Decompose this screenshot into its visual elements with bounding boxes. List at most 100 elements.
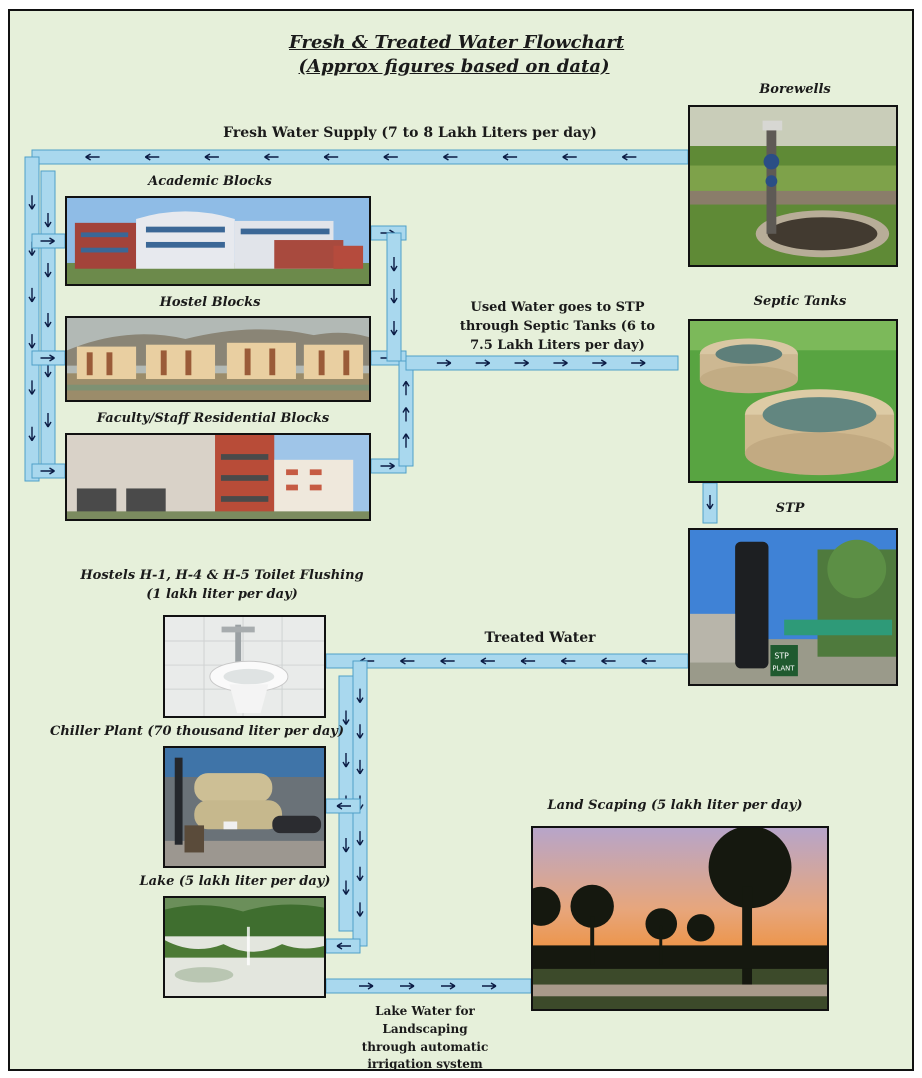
flow-arrow [356, 866, 364, 882]
left-distribution-pipe [24, 156, 40, 482]
used-water-label-line2: through Septic Tanks (6 to [459, 319, 656, 334]
chiller-plant-photo [163, 746, 326, 868]
flow-arrow [144, 153, 160, 161]
fresh-supply-pipe [31, 149, 689, 165]
flow-arrow [323, 153, 339, 161]
flow-arrow [706, 495, 714, 510]
flow-arrow [336, 942, 351, 950]
flow-arrow [44, 213, 52, 228]
branch-to-academic [31, 233, 66, 249]
stp-label: STP [775, 501, 805, 516]
lake-photo [163, 896, 326, 998]
flow-arrow [44, 263, 52, 278]
flow-arrow [402, 407, 410, 422]
landscaping-label: Land Scaping (5 lakh liter per day) [547, 798, 803, 813]
branch-to-hostel [31, 350, 66, 366]
flow-arrow [480, 657, 495, 665]
lake-label: Lake (5 lakh liter per day) [139, 874, 331, 889]
chart-title-line1: Fresh & Treated Water Flowchart [289, 32, 625, 53]
toilet-flushing-label-line2: (1 lakh liter per day) [146, 587, 298, 602]
used-water-pipe [405, 355, 679, 371]
branch-to-faculty [31, 463, 66, 479]
chiller-plant-label: Chiller Plant (70 thousand liter per day… [49, 724, 345, 739]
collector-up [398, 360, 414, 467]
flow-arrow [441, 982, 456, 990]
flow-arrow [28, 334, 36, 349]
flow-arrow [204, 153, 219, 161]
flow-arrow [562, 153, 577, 161]
flow-arrow [482, 982, 497, 990]
flow-arrow [356, 759, 364, 775]
faculty-blocks-label: Faculty/Staff Residential Blocks [96, 411, 330, 426]
flow-arrow [631, 359, 646, 367]
septic-tanks-label: Septic Tanks [753, 294, 847, 309]
flow-arrow [40, 467, 55, 475]
landscaping-photo [531, 826, 829, 1011]
flow-arrow [342, 753, 350, 768]
flow-arrow [342, 880, 350, 895]
borewells-label: Borewells [759, 82, 831, 97]
flow-arrow [560, 657, 576, 665]
chart-title-line2: (Approx figures based on data) [298, 56, 610, 77]
flow-arrow [520, 657, 536, 665]
hostel-blocks-photo [65, 316, 371, 402]
flow-arrow [400, 657, 415, 665]
flowchart-canvas: Fresh & Treated Water Flowchart (Approx … [8, 9, 914, 1071]
flow-arrow [264, 153, 279, 161]
flow-arrow [502, 153, 518, 161]
academic-blocks-photo [65, 196, 371, 286]
flow-arrow [28, 426, 36, 442]
flow-arrow [28, 287, 36, 303]
flow-arrow [390, 321, 398, 336]
septic-tanks-photo [688, 319, 898, 483]
lake-water-label-line1: Lake Water for [375, 1004, 475, 1018]
stp-sign-line1: STP [774, 652, 789, 661]
toilet-flushing-label-line1: Hostels H-1, H-4 & H-5 Toilet Flushing [80, 568, 364, 583]
stp-sign-line2: PLANT [772, 664, 795, 672]
fresh-water-supply-label: Fresh Water Supply (7 to 8 Lakh Liters p… [223, 125, 597, 141]
flow-arrow [436, 359, 452, 367]
flow-arrow [336, 802, 351, 810]
flow-arrow [40, 237, 55, 245]
flow-arrow [400, 982, 415, 990]
academic-blocks-label: Academic Blocks [148, 174, 272, 189]
flow-arrow [359, 982, 374, 990]
lake-water-pipe [325, 978, 532, 994]
flow-arrow [553, 359, 568, 367]
borewells-photo [688, 105, 898, 267]
used-water-label-line1: Used Water goes to STP [470, 300, 645, 315]
septic-to-stp-pipe [702, 482, 718, 524]
treated-water-label: Treated Water [484, 630, 596, 646]
flow-arrow [356, 688, 364, 703]
flow-arrow [402, 380, 410, 396]
lake-water-label-line3: through automatic [361, 1040, 489, 1054]
flow-arrow [592, 359, 607, 367]
flow-arrow [356, 902, 364, 917]
lake-water-label-line4: irrigation system [367, 1057, 483, 1071]
flow-arrow [475, 359, 491, 367]
treated-water-pipe [325, 653, 689, 669]
lake-water-label-line2: Landscaping [382, 1022, 468, 1036]
flow-arrow [601, 657, 616, 665]
flow-arrow [28, 380, 36, 395]
left-distribution-pipe-2 [40, 170, 56, 472]
flow-arrow [440, 657, 455, 665]
collector-down [386, 232, 402, 362]
flow-arrow [622, 153, 637, 161]
flow-arrow [380, 462, 395, 470]
stp-photo: STP PLANT [688, 528, 898, 686]
flow-arrow [44, 313, 52, 328]
flow-arrow [44, 413, 52, 428]
used-water-label-line3: 7.5 Lakh Liters per day) [470, 338, 645, 353]
flow-arrow [402, 433, 410, 448]
flow-arrow [356, 724, 364, 739]
flow-arrow [85, 153, 100, 161]
to-chiller [325, 798, 361, 814]
flow-arrow [514, 359, 529, 367]
flow-arrow [342, 710, 350, 725]
flow-arrow [383, 153, 398, 161]
pipe-network [24, 149, 718, 994]
toilet-flushing-photo [163, 615, 326, 718]
flow-arrow [443, 153, 458, 161]
flow-arrow [390, 257, 398, 272]
